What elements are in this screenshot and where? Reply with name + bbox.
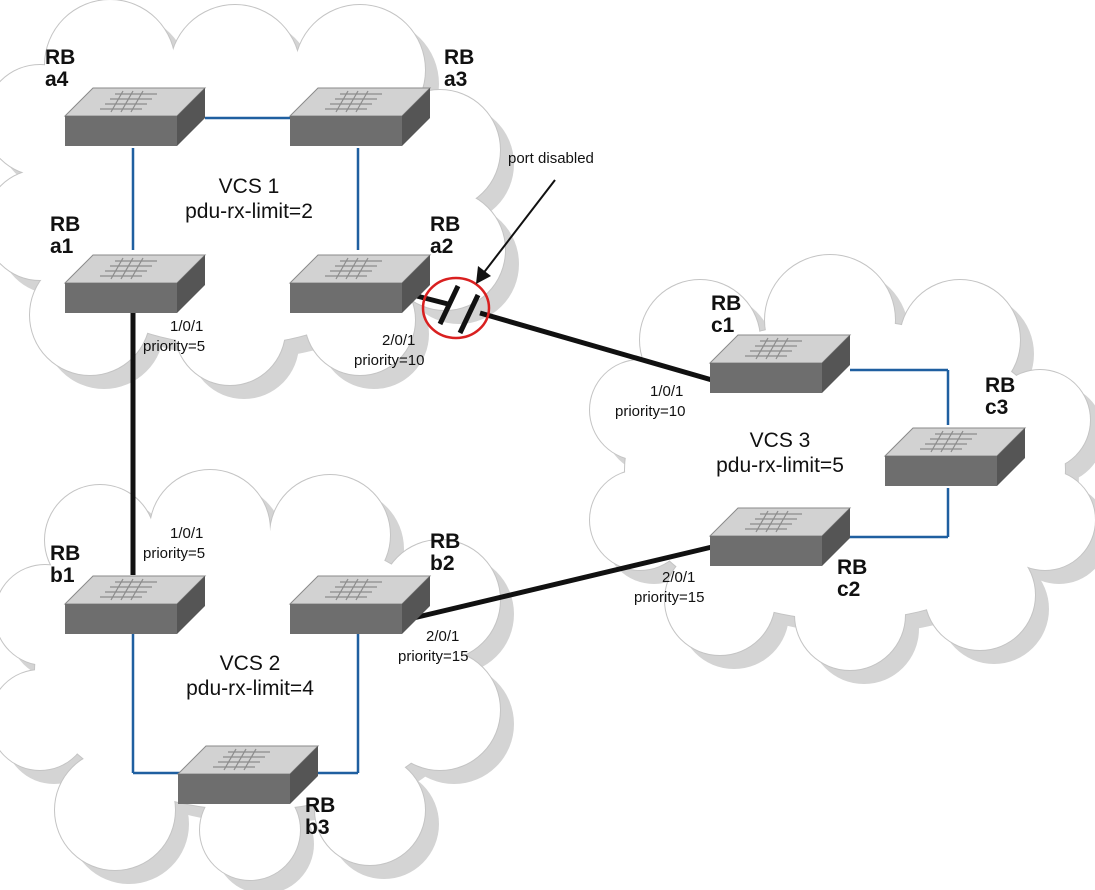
rb-label-a4: RB [45, 46, 75, 69]
switch-c2 [709, 507, 851, 567]
rb-label-a2: RB [430, 213, 460, 236]
rb-label-b1: RB [50, 542, 80, 565]
b2-port-priority: priority=15 [398, 648, 468, 665]
link-c1-disabled-stub [479, 310, 713, 383]
c1-port-priority: priority=10 [615, 403, 685, 420]
rb-id-c2: c2 [837, 578, 860, 601]
port-disabled-label: port disabled [508, 150, 594, 167]
switch-a1 [64, 254, 206, 314]
vcs3-limit: pdu-rx-limit=5 [716, 454, 844, 477]
vcs2-limit: pdu-rx-limit=4 [186, 677, 314, 700]
vcs2-name: VCS 2 [220, 652, 281, 675]
rb-id-a3: a3 [444, 68, 467, 91]
switch-a4 [64, 87, 206, 147]
rb-id-b2: b2 [430, 552, 455, 575]
rb-label-b2: RB [430, 530, 460, 553]
a1-port-number: 1/0/1 [170, 318, 203, 335]
switch-a3 [289, 87, 431, 147]
rb-id-a1: a1 [50, 235, 74, 258]
switch-c3 [884, 427, 1026, 487]
port-disabled-ring [421, 276, 491, 340]
rb-label-c3: RB [985, 374, 1015, 397]
vcs3-name: VCS 3 [750, 429, 811, 452]
inter-links [130, 284, 713, 623]
c2-port-priority: priority=15 [634, 589, 704, 606]
link-b2-c2 [404, 544, 713, 623]
switch-b3 [177, 745, 319, 805]
rb-id-c1: c1 [711, 314, 735, 337]
a1-port-priority: priority=5 [143, 338, 205, 355]
c2-port-number: 2/0/1 [662, 569, 695, 586]
rb-id-c3: c3 [985, 396, 1008, 419]
rb-label-c1: RB [711, 292, 741, 315]
switch-c1 [709, 334, 851, 394]
rb-label-c2: RB [837, 556, 867, 579]
disabled-bar-1 [437, 284, 461, 326]
rb-label-b3: RB [305, 794, 335, 817]
intra-links [131, 116, 950, 775]
rb-id-a2: a2 [430, 235, 453, 258]
vcs1-name: VCS 1 [219, 175, 280, 198]
switch-b2 [289, 575, 431, 635]
rb-id-a4: a4 [45, 68, 69, 91]
vcs1-limit: pdu-rx-limit=2 [185, 200, 313, 223]
a2-port-number: 2/0/1 [382, 332, 415, 349]
b2-port-number: 2/0/1 [426, 628, 459, 645]
switch-b1 [64, 575, 206, 635]
disabled-bar-2 [457, 293, 481, 335]
rb-label-a3: RB [444, 46, 474, 69]
rb-label-a1: RB [50, 213, 80, 236]
port-disabled-arrow [476, 179, 556, 284]
c1-port-number: 1/0/1 [650, 383, 683, 400]
rb-id-b1: b1 [50, 564, 75, 587]
b1-port-priority: priority=5 [143, 545, 205, 562]
a2-port-priority: priority=10 [354, 352, 424, 369]
rb-id-b3: b3 [305, 816, 330, 839]
switch-a2 [289, 254, 431, 314]
b1-port-number: 1/0/1 [170, 525, 203, 542]
